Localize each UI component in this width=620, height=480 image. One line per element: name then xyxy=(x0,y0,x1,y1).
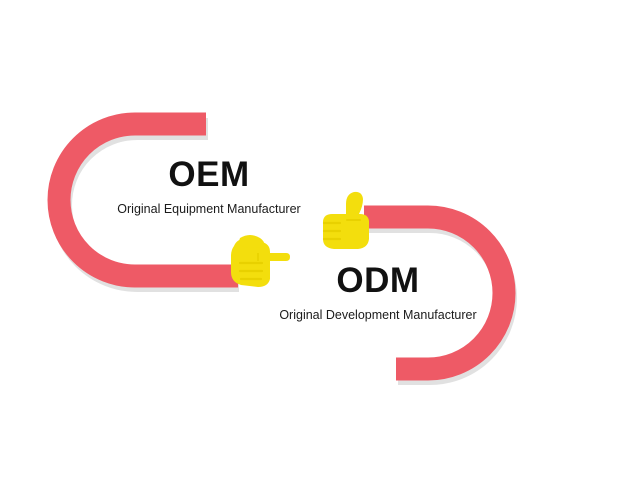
odm-title: ODM xyxy=(336,261,420,300)
pointing-right-hand-icon xyxy=(228,232,292,290)
oem-label-group: OEM Original Equipment Manufacturer xyxy=(104,157,314,217)
thumbs-up-icon xyxy=(316,190,376,252)
odm-subtitle: Original Development Manufacturer xyxy=(279,308,477,322)
odm-label-group: ODM Original Development Manufacturer xyxy=(272,263,484,323)
oem-subtitle: Original Equipment Manufacturer xyxy=(117,202,301,216)
oem-title: OEM xyxy=(168,155,250,194)
